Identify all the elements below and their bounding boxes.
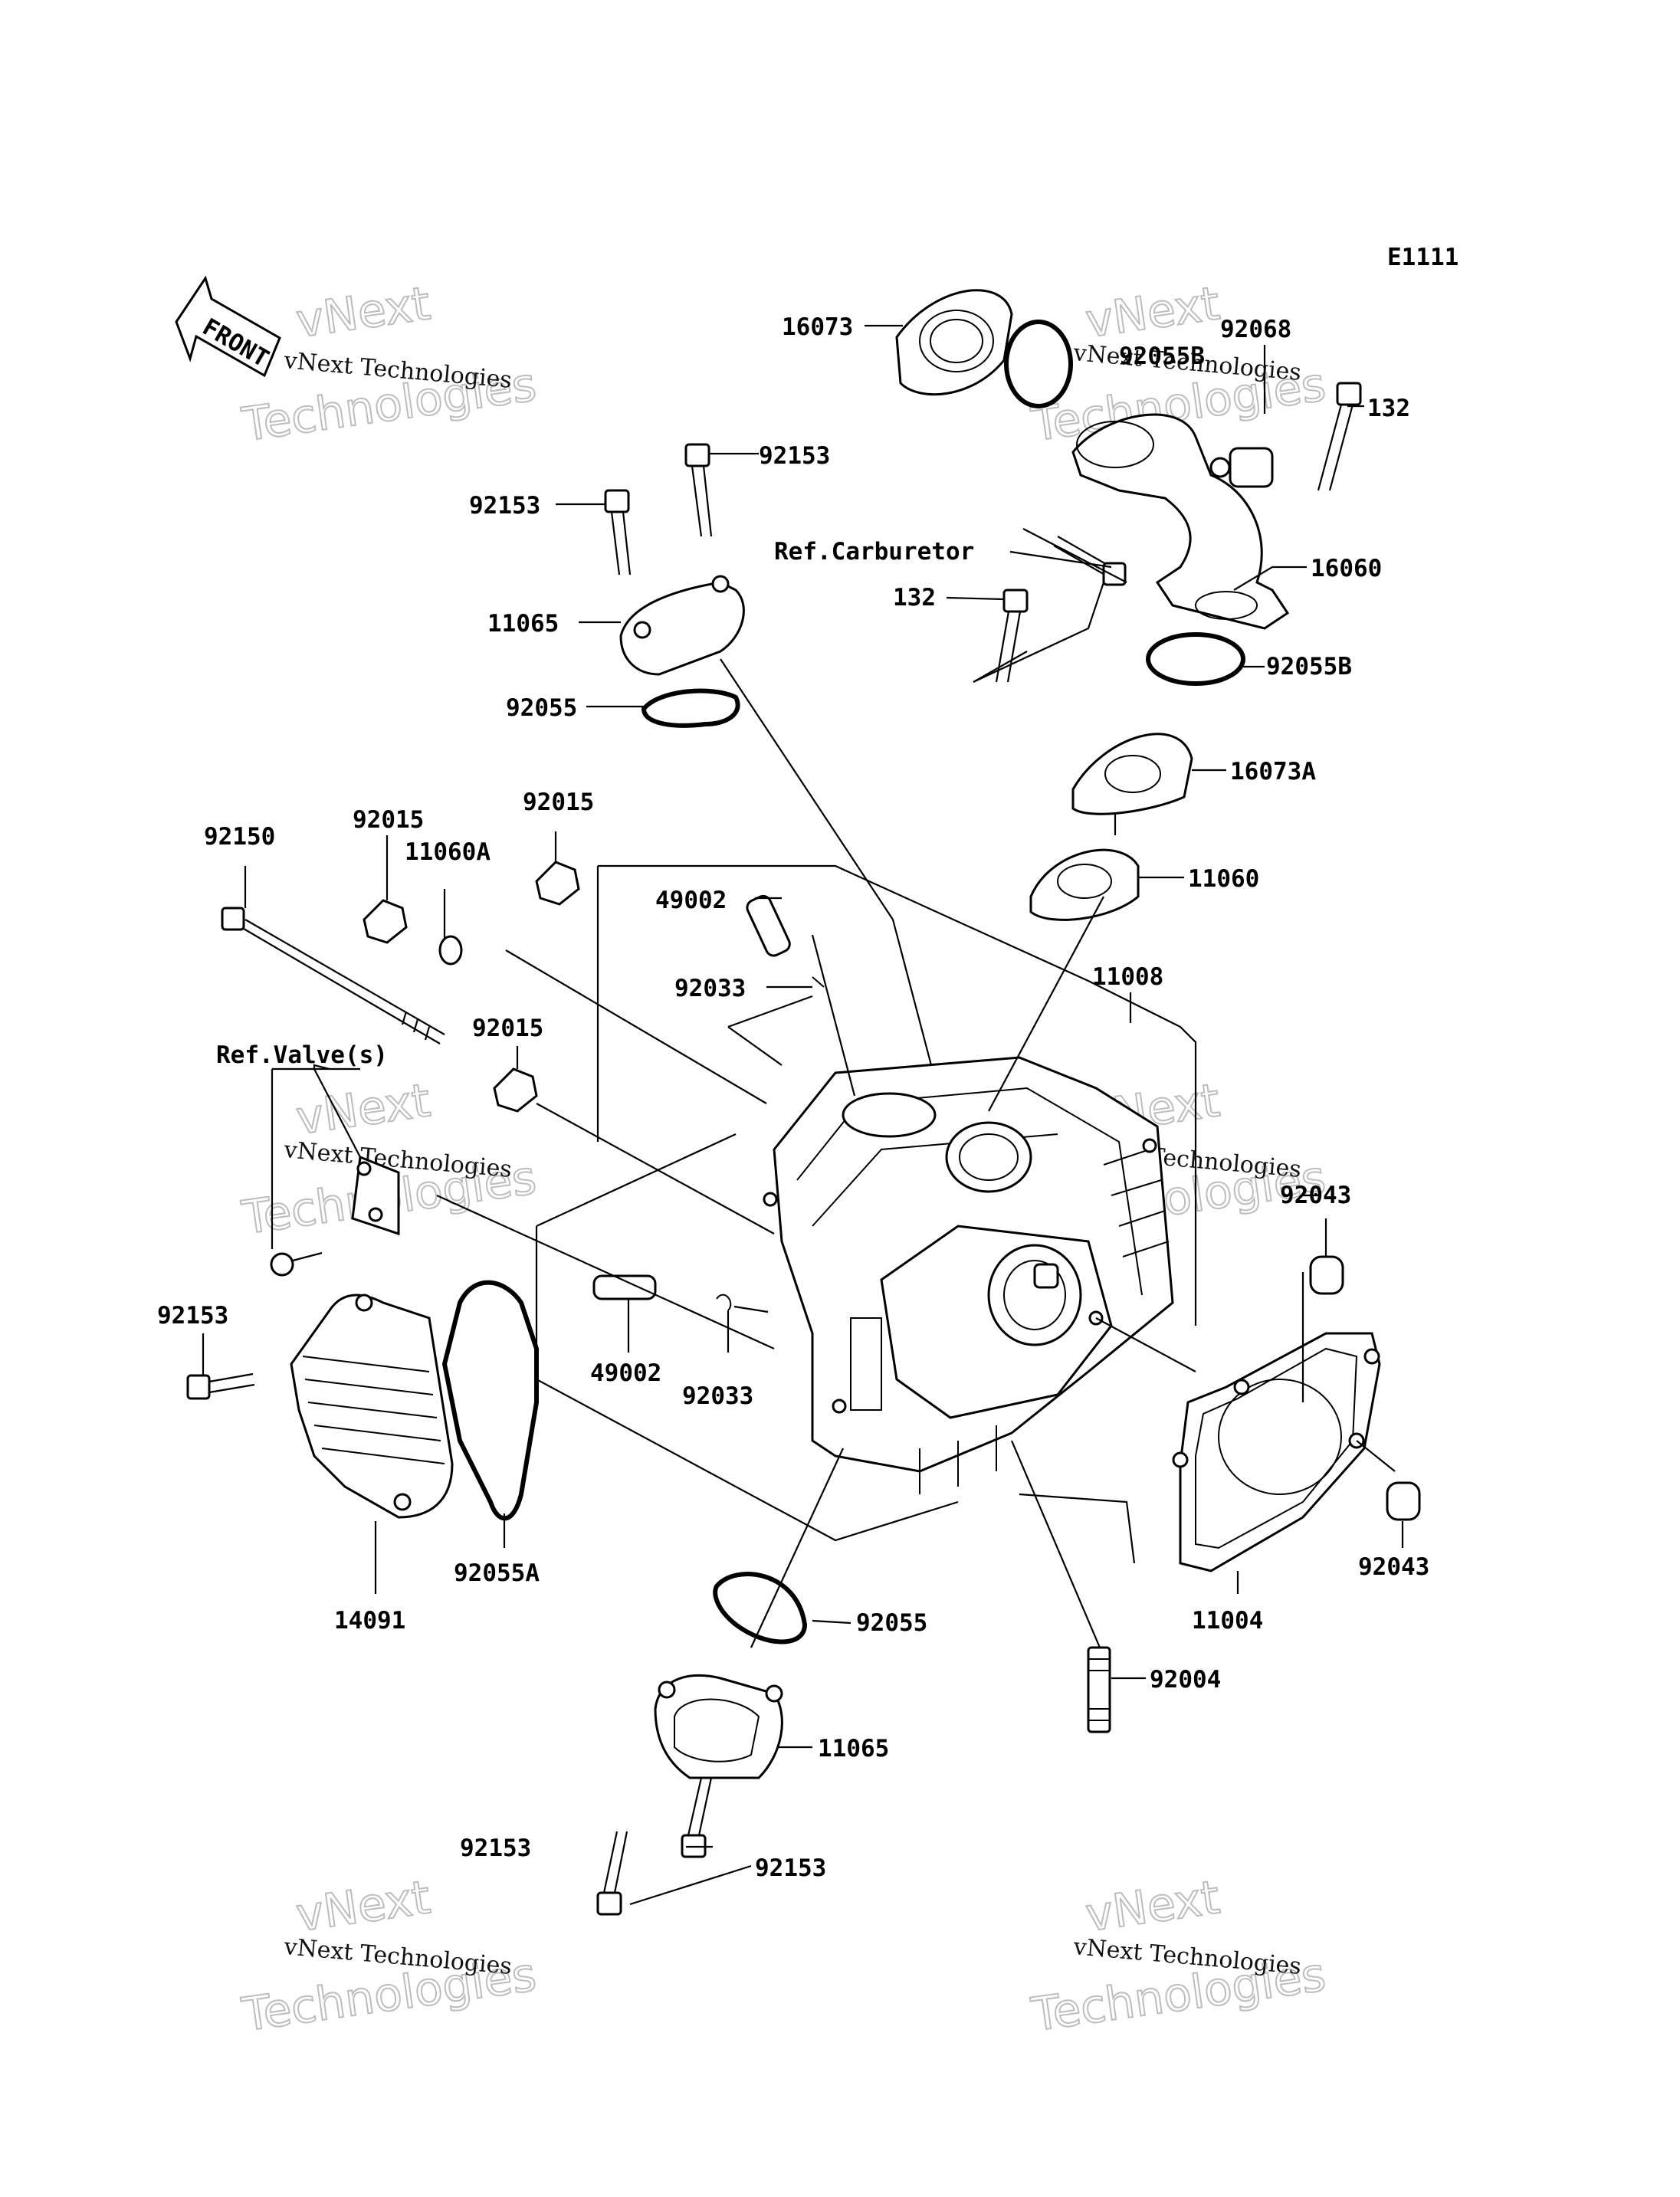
adjuster-49002-bottom [592, 1274, 657, 1300]
label-92033-bottom: 92033 [682, 1382, 753, 1410]
insulator-16073 [895, 289, 1013, 396]
washer-11060A [438, 935, 463, 966]
oring-92055-bottom [713, 1572, 808, 1644]
gasket-11004 [1172, 1332, 1381, 1572]
gasket-92055A [441, 1280, 539, 1521]
bolt-92153-b [604, 489, 632, 575]
label-92055-bottom: 92055 [856, 1609, 927, 1637]
watermark-top-left: vNext Technologies vNext Technologies [238, 276, 540, 453]
svg-text:vNext: vNext [293, 277, 433, 349]
gasket-11060 [1029, 848, 1140, 921]
nut-92015-a [363, 899, 408, 944]
dowel-92043-bottom [1386, 1481, 1421, 1521]
diagram-code: E1111 [1387, 244, 1459, 271]
label-92153-c: 92153 [460, 1835, 531, 1862]
clip-92033-top [812, 976, 825, 988]
svg-text:vNext: vNext [1082, 277, 1222, 349]
cylinder-head-part [763, 1056, 1174, 1494]
label-92153-a: 92153 [759, 442, 830, 470]
label-49002-bottom: 49002 [590, 1359, 661, 1387]
stud-92004 [1087, 1646, 1111, 1733]
label-92055B-mid: 92055B [1266, 653, 1352, 680]
watermark-bottom-left: vNext Technologies vNext Technologies [238, 1870, 540, 2043]
label-92055-top: 92055 [506, 694, 577, 722]
oring-92055B-top [1004, 320, 1073, 408]
svg-text:vNext: vNext [293, 1871, 433, 1943]
label-92153-b: 92153 [469, 492, 540, 520]
label-16060: 16060 [1311, 555, 1382, 582]
label-ref-carburetor: Ref.Carburetor [774, 538, 974, 566]
label-92015-c: 92015 [472, 1015, 543, 1042]
label-92004: 92004 [1150, 1666, 1221, 1694]
bolt-92153-left [186, 1372, 255, 1400]
intake-pipe-part [1071, 413, 1290, 630]
clip-92033-bottom [716, 1294, 732, 1311]
nut-92015-b [535, 861, 580, 906]
screw-ref-valves [270, 1155, 400, 1277]
nut-92015-c [493, 1067, 538, 1113]
label-11004: 11004 [1192, 1607, 1263, 1635]
front-arrow-icon: FRONT [175, 275, 281, 378]
cap-11065-bottom [654, 1674, 783, 1779]
label-92043-bottom: 92043 [1358, 1553, 1429, 1581]
label-92055B-top: 92055B [1119, 343, 1205, 370]
bolt-132-top [1317, 382, 1362, 491]
label-ref-valves: Ref.Valve(s) [216, 1041, 388, 1069]
label-92150: 92150 [204, 823, 275, 851]
oring-92055-top [641, 688, 740, 728]
label-11065-bottom: 11065 [818, 1735, 889, 1763]
label-11060: 11060 [1188, 865, 1259, 893]
label-92068: 92068 [1220, 316, 1291, 343]
bolt-92150 [221, 907, 445, 1044]
label-14091: 14091 [334, 1607, 405, 1635]
label-92153-d: 92153 [755, 1854, 826, 1882]
label-92015-b: 92015 [523, 789, 594, 816]
bolt-92153-d [596, 1831, 628, 1916]
cap-11065-top [619, 575, 745, 676]
label-11065-top: 11065 [487, 610, 559, 638]
bolt-92153-a [684, 443, 713, 537]
oring-92055B-mid [1146, 632, 1245, 686]
adjuster-49002-top [746, 894, 791, 957]
label-16073: 16073 [782, 313, 853, 341]
gasket-16073A [1071, 733, 1193, 815]
svg-text:vNext: vNext [293, 1074, 433, 1146]
bolt-132-mid [995, 589, 1029, 683]
label-92055A: 92055A [454, 1559, 540, 1587]
watermark-bottom-right: vNext Technologies vNext Technologies [1027, 1870, 1329, 2043]
leader-lines [202, 324, 1404, 1906]
svg-text:vNext: vNext [1082, 1871, 1222, 1943]
label-11060A: 11060A [405, 838, 491, 866]
bolt-92153-c [681, 1777, 713, 1858]
label-92153-left: 92153 [157, 1302, 228, 1330]
label-49002-top: 49002 [655, 887, 727, 914]
dowel-92043-top [1309, 1255, 1344, 1295]
label-132-top: 132 [1367, 395, 1410, 422]
label-92043-top: 92043 [1280, 1182, 1351, 1209]
label-11008: 11008 [1092, 963, 1163, 991]
label-92015-a: 92015 [353, 806, 424, 834]
side-cover-14091 [290, 1294, 454, 1519]
label-92033-top: 92033 [674, 975, 746, 1002]
label-16073A: 16073A [1230, 758, 1316, 785]
label-132-mid: 132 [893, 584, 936, 612]
